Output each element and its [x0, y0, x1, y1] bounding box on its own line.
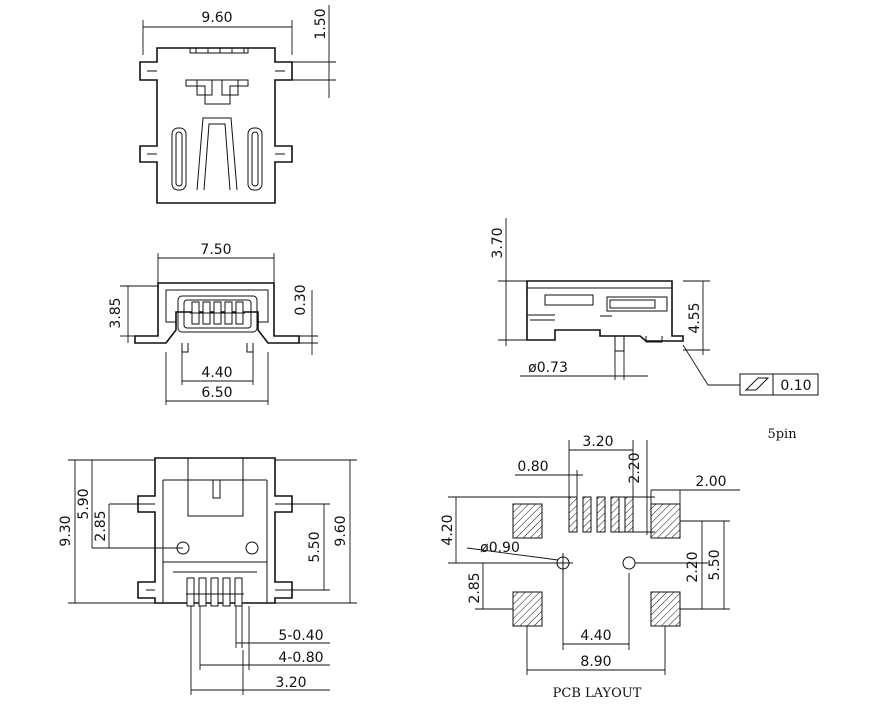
bottom-view: 9.30 5.90 2.85 5.50 9.60 5-0.40 4-0.80 3… — [58, 457, 357, 695]
signal-pad-1 — [568, 496, 578, 533]
dim-pcb-pad-width: 0.80 — [517, 459, 548, 475]
pad-top-right — [650, 503, 681, 539]
dim-front-width: 7.50 — [200, 242, 231, 258]
signal-pad-2 — [582, 496, 592, 533]
dim-bottom-hole: 5.90 — [76, 488, 92, 519]
pad-top-left — [512, 503, 543, 539]
dim-pcb-overall-width: 8.90 — [580, 654, 611, 670]
locating-hole-right — [622, 556, 636, 570]
dim-side-height: 4.55 — [687, 302, 703, 333]
front-view: 7.50 3.85 0.30 4.40 6.50 — [108, 242, 318, 405]
dim-pcb-hole-spacing: 4.40 — [580, 628, 611, 644]
dim-pcb-hole-diameter: ø0.90 — [480, 540, 520, 556]
dim-pin-pitch: 4-0.80 — [278, 650, 323, 666]
dim-bottom-overall: 9.60 — [333, 515, 349, 546]
signal-pad-5 — [624, 496, 634, 533]
dim-bottom-length: 9.30 — [58, 515, 74, 546]
top-view: 9.60 1.50 — [139, 5, 336, 204]
signal-pad-4 — [610, 496, 620, 533]
dim-front-height: 3.85 — [108, 297, 124, 328]
dim-pcb-hole-to-pad: 2.20 — [685, 551, 701, 582]
dim-side-top: 3.70 — [490, 227, 506, 258]
pad-bottom-left — [512, 591, 543, 627]
dim-front-thickness: 0.30 — [293, 284, 309, 315]
dim-top-tab: 1.50 — [313, 8, 329, 39]
pin-count-note: 5pin — [767, 427, 797, 442]
dim-top-width: 9.60 — [201, 10, 232, 26]
dim-front-posts: 4.40 — [201, 365, 232, 381]
dim-pin-width: 5-0.40 — [278, 628, 323, 644]
dim-bottom-tab-pitch: 5.50 — [307, 531, 323, 562]
signal-pad-3 — [596, 496, 606, 533]
dim-side-post: ø0.73 — [528, 360, 568, 376]
dim-pcb-mount-pad: 2.00 — [695, 474, 726, 490]
dim-pcb-pad-pitch: 5.50 — [707, 549, 723, 580]
tolerance-value: 0.10 — [780, 378, 811, 394]
dim-pin-span: 3.20 — [275, 675, 306, 691]
dim-pcb-lower-offset: 2.85 — [467, 572, 483, 603]
pcb-layout-title: PCB LAYOUT — [553, 686, 642, 701]
side-view: 3.70 4.55 ø0.73 0.10 — [490, 218, 819, 396]
dim-front-base: 6.50 — [201, 385, 232, 401]
pcb-layout: 3.20 0.80 2.20 2.00 4.20 ø0.90 2.20 5.50… — [440, 434, 740, 701]
pad-bottom-right — [650, 591, 681, 627]
dim-bottom-tab: 2.85 — [93, 510, 109, 541]
dim-pcb-pad-length: 2.20 — [627, 452, 643, 483]
dim-pcb-row-offset: 4.20 — [440, 514, 456, 545]
dim-pcb-signal-span: 3.20 — [582, 434, 613, 450]
